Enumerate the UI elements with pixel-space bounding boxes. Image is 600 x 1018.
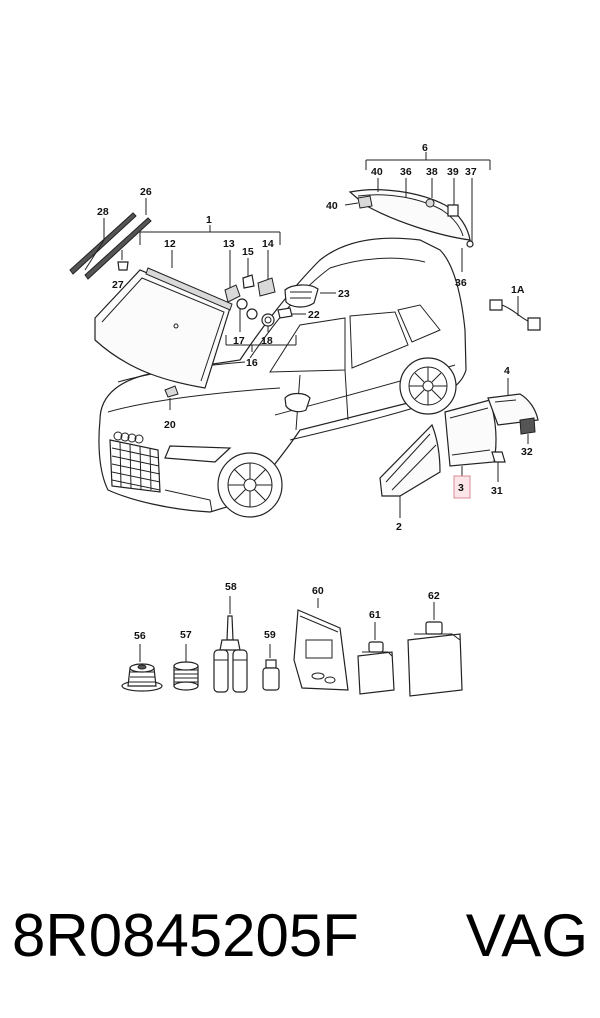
callout-22: 22 xyxy=(308,309,320,321)
part-61-bottle xyxy=(357,622,395,695)
callout-56: 56 xyxy=(134,630,146,642)
door-glass-parts xyxy=(379,393,539,497)
callout-40-top: 40 xyxy=(371,166,383,178)
callout-37: 37 xyxy=(465,166,477,178)
callout-20: 20 xyxy=(164,419,176,431)
callout-2: 2 xyxy=(396,521,402,533)
part-57-coil xyxy=(173,644,199,691)
callout-59: 59 xyxy=(264,629,276,641)
callout-27: 27 xyxy=(112,279,124,291)
callout-labels: 26 28 1 12 13 14 15 27 23 22 17 18 16 20… xyxy=(97,142,533,642)
callout-28: 28 xyxy=(97,206,109,218)
leader-lines xyxy=(84,152,529,518)
callout-26: 26 xyxy=(140,186,152,198)
callout-57: 57 xyxy=(180,629,192,641)
part-62-large-bottle xyxy=(407,602,463,697)
part-59-small-bottle xyxy=(262,644,280,691)
callout-32: 32 xyxy=(521,446,533,458)
part-number: 8R0845205F xyxy=(12,902,359,969)
callout-14: 14 xyxy=(262,238,274,250)
callout-12: 12 xyxy=(164,238,176,250)
brand-label: VAG xyxy=(465,902,588,969)
callout-23: 23 xyxy=(338,288,350,300)
rear-window-assembly xyxy=(348,189,474,248)
callout-39: 39 xyxy=(447,166,459,178)
callout-60: 60 xyxy=(312,585,324,597)
callout-61: 61 xyxy=(369,609,381,621)
callout-40-left: 40 xyxy=(326,200,338,212)
callout-62: 62 xyxy=(428,590,440,602)
windscreen-assembly xyxy=(69,212,233,398)
callout-6: 6 xyxy=(422,142,428,154)
consumables-row xyxy=(121,596,463,697)
callout-58: 58 xyxy=(225,581,237,593)
part-60-pouch xyxy=(293,598,349,691)
part-56-spool xyxy=(121,644,163,692)
callout-1: 1 xyxy=(206,214,212,226)
highlighted-part-box xyxy=(453,475,471,499)
callout-17: 17 xyxy=(233,335,245,347)
connector-1a xyxy=(489,299,541,331)
callout-18: 18 xyxy=(261,335,273,347)
callout-4: 4 xyxy=(504,365,510,377)
callout-31: 31 xyxy=(491,485,503,497)
callout-36-top: 36 xyxy=(400,166,412,178)
part-number-footer: 8R0845205F VAG xyxy=(12,896,588,976)
callout-1a: 1A xyxy=(511,284,525,296)
callout-38: 38 xyxy=(426,166,438,178)
car-body-illustration xyxy=(98,237,467,518)
callout-36-bottom: 36 xyxy=(455,277,467,289)
callout-16: 16 xyxy=(246,357,258,369)
callout-15: 15 xyxy=(242,246,254,258)
callout-3: 3 xyxy=(458,482,464,494)
callout-13: 13 xyxy=(223,238,235,250)
windscreen-small-parts xyxy=(224,274,319,327)
part-58-cartridge xyxy=(213,596,248,693)
